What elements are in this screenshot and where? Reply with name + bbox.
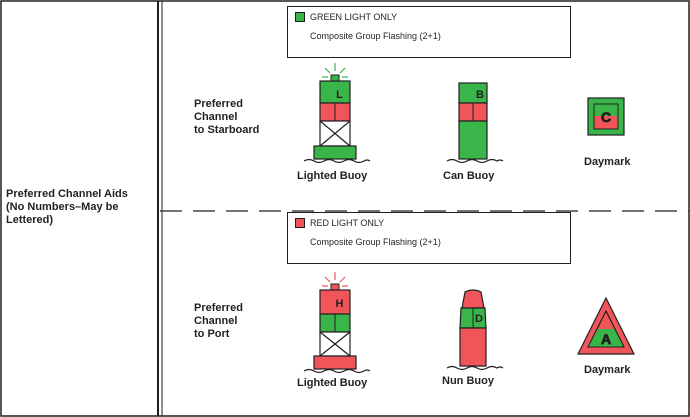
green-light-title: GREEN LIGHT ONLY: [310, 12, 398, 22]
square-daymark-icon: C: [587, 97, 625, 136]
red-swatch: [295, 218, 305, 228]
green-light-box: GREEN LIGHT ONLY Composite Group Flashin…: [287, 6, 571, 58]
green-light-pattern: Composite Group Flashing (2+1): [310, 31, 441, 41]
port-label-line: Channel: [194, 315, 238, 327]
can-buoy-letter: B: [476, 89, 484, 101]
red-light-pattern: Composite Group Flashing (2+1): [310, 237, 441, 247]
lighted-buoy-green: L: [303, 63, 371, 164]
left-heading-line: (No Numbers–May be: [6, 201, 119, 213]
port-label-line: to Port: [194, 328, 230, 340]
nun-buoy: D: [446, 289, 504, 371]
nun-buoy-caption: Nun Buoy: [442, 375, 494, 387]
square-daymark-letter: C: [601, 109, 611, 125]
lighted-buoy-letter: L: [336, 89, 343, 101]
port-label-line: Preferred: [194, 302, 243, 314]
starboard-label-line: Channel: [194, 111, 238, 123]
left-heading-line: Lettered): [6, 214, 54, 226]
daymark-caption: Daymark: [584, 156, 631, 168]
lighted-buoy-caption: Lighted Buoy: [297, 170, 368, 182]
nun-buoy-letter: D: [475, 313, 483, 325]
left-heading-line: Preferred Channel Aids: [6, 188, 128, 200]
can-buoy: B: [446, 82, 504, 164]
starboard-label-line: Preferred: [194, 98, 243, 110]
lighted-buoy-red-letter: H: [336, 298, 344, 310]
lighted-buoy-red: H: [303, 272, 371, 374]
red-light-title: RED LIGHT ONLY: [310, 218, 385, 228]
starboard-label-line: to Starboard: [194, 124, 260, 136]
lighted-buoy-red-caption: Lighted Buoy: [297, 377, 368, 389]
daymark-red-caption: Daymark: [584, 364, 631, 376]
green-swatch: [295, 12, 305, 22]
triangle-daymark-letter: A: [601, 331, 611, 347]
left-heading: Preferred Channel Aids (No Numbers–May b…: [6, 188, 156, 227]
can-buoy-caption: Can Buoy: [443, 170, 495, 182]
starboard-label: Preferred Channel to Starboard: [194, 98, 259, 137]
triangle-daymark-icon: A: [577, 296, 635, 355]
red-light-box: RED LIGHT ONLY Composite Group Flashing …: [287, 212, 571, 264]
port-label: Preferred Channel to Port: [194, 302, 243, 341]
